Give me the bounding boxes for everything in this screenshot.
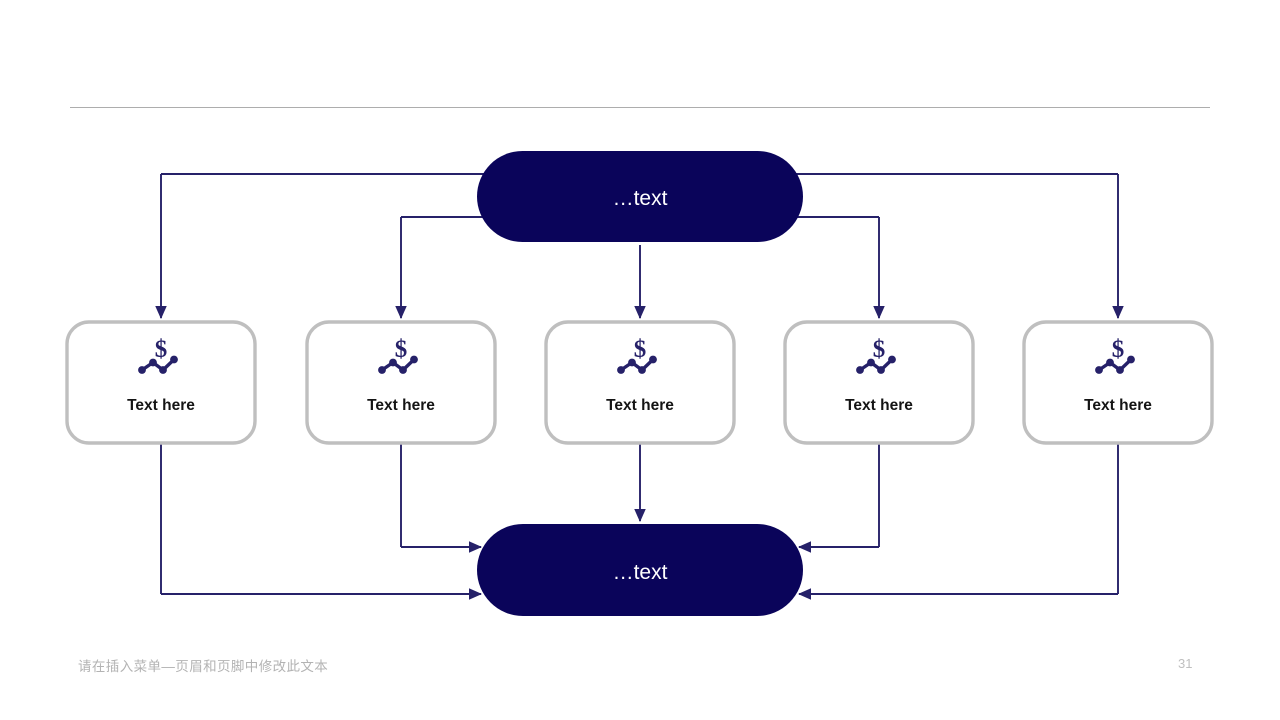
- bottom-node[interactable]: …text: [477, 524, 803, 616]
- node-card-4-label: Text here: [845, 397, 913, 414]
- node-card-5[interactable]: Text here: [1022, 320, 1214, 445]
- slide-page-number: 31: [1178, 656, 1193, 671]
- node-card-4-shape: [783, 320, 975, 445]
- top-node-shape: [477, 151, 803, 242]
- node-card-1-label: Text here: [127, 397, 195, 414]
- node-card-2-shape: [305, 320, 497, 445]
- node-card-2-label: Text here: [367, 397, 435, 414]
- header-divider-rule: [70, 107, 1210, 108]
- top-node[interactable]: …text: [477, 151, 803, 242]
- node-card-3-shape: [544, 320, 736, 445]
- node-card-5-shape: [1022, 320, 1214, 445]
- node-card-3-label: Text here: [606, 397, 674, 414]
- node-card-3[interactable]: Text here: [544, 320, 736, 445]
- node-card-1[interactable]: Text here: [65, 320, 257, 445]
- node-card-5-label: Text here: [1084, 397, 1152, 414]
- node-card-2[interactable]: Text here: [305, 320, 497, 445]
- top-node-label: …text: [613, 187, 668, 210]
- slide-footer-text: 请在插入菜单—页眉和页脚中修改此文本: [78, 659, 329, 674]
- bottom-node-label: …text: [613, 561, 668, 584]
- node-card-1-shape: [65, 320, 257, 445]
- bottom-node-shape: [477, 524, 803, 616]
- connector-group-inbound-rails: [160, 443, 1119, 594]
- connector-group-outbound: [155, 174, 1124, 320]
- node-card-4[interactable]: Text here: [783, 320, 975, 445]
- connector-group-inbound: [161, 443, 1118, 600]
